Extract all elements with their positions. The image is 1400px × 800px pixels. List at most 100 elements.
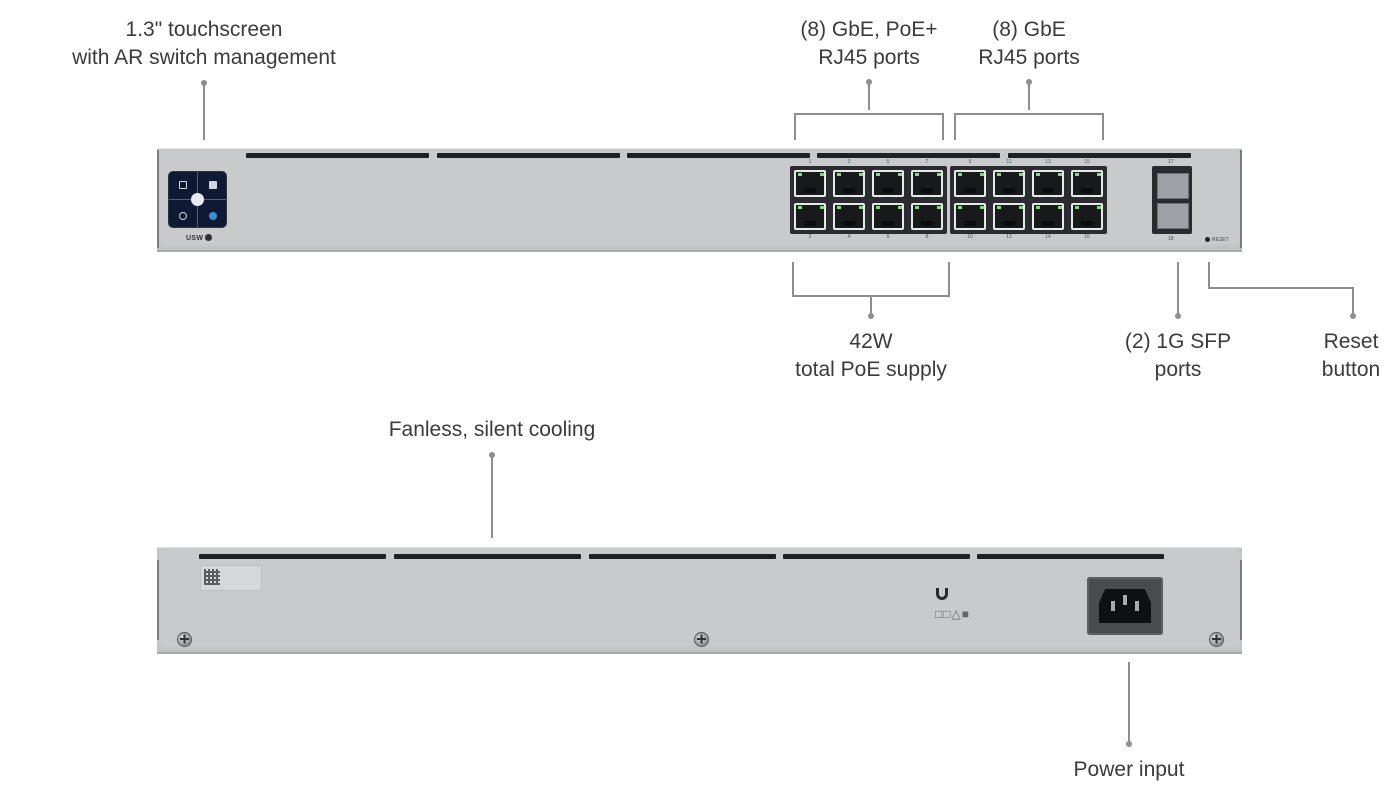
vent-slot — [977, 554, 1164, 559]
screw-icon — [1209, 632, 1224, 647]
port-number-6: 6 — [886, 234, 890, 240]
port-led-left — [997, 206, 1001, 209]
port-led-left — [837, 206, 841, 209]
port-led-left — [876, 206, 880, 209]
rj45-port-10[interactable] — [954, 203, 986, 230]
port-led-right — [820, 206, 824, 209]
port-led-right — [937, 173, 941, 176]
callout-touchscreen-line1: 1.3" touchscreen — [125, 18, 283, 41]
vent-slot — [246, 153, 429, 158]
port-led-left — [1036, 173, 1040, 176]
port-led-right — [820, 173, 824, 176]
callout-gbe-ports-line2: RJ45 ports — [978, 46, 1080, 69]
power-pin — [1123, 595, 1127, 605]
rj45-port-6[interactable] — [872, 203, 904, 230]
rj45-port-2[interactable] — [794, 203, 826, 230]
callout-poe-supply: 42W total PoE supply — [771, 328, 971, 384]
rj45-port-13[interactable] — [1032, 170, 1064, 197]
port-led-left — [997, 173, 1001, 176]
rj45-port-14[interactable] — [1032, 203, 1064, 230]
ubiquiti-logo-icon — [205, 234, 213, 241]
callout-cooling-line1: Fanless, silent cooling — [388, 418, 596, 441]
callout-reset-line1: Reset — [1323, 330, 1379, 353]
vent-slot — [199, 554, 386, 559]
screw-icon — [177, 632, 192, 647]
vent-slot — [394, 554, 581, 559]
qr-code-icon — [204, 569, 220, 585]
sfp-port-17[interactable] — [1157, 173, 1189, 199]
screen-info-icon — [179, 212, 187, 220]
rj45-port-5[interactable] — [872, 170, 904, 197]
vent-slot — [783, 554, 970, 559]
sfp-port-18[interactable] — [1157, 203, 1189, 229]
port-number-9: 9 — [968, 159, 972, 165]
port-led-right — [1058, 173, 1062, 176]
port-number-16: 16 — [1084, 234, 1090, 240]
port-number-4: 4 — [847, 234, 851, 240]
ubiquiti-u-logo-icon — [936, 588, 948, 600]
touchscreen-display[interactable] — [169, 172, 226, 227]
callout-poe-ports-line2: RJ45 ports — [818, 46, 920, 69]
port-led-left — [876, 173, 880, 176]
callout-cooling: Fanless, silent cooling — [342, 416, 642, 444]
rj45-port-12[interactable] — [993, 203, 1025, 230]
callout-sfp-ports-line1: (2) 1G SFP — [1124, 330, 1232, 353]
callout-sfp-ports: (2) 1G SFP ports — [1108, 328, 1248, 384]
port-led-right — [1019, 173, 1023, 176]
port-led-right — [1097, 206, 1101, 209]
port-led-left — [837, 173, 841, 176]
port-number-7: 7 — [925, 159, 929, 165]
rj45-port-15[interactable] — [1071, 170, 1103, 197]
port-number-5: 5 — [886, 159, 890, 165]
power-input-socket[interactable] — [1087, 577, 1163, 635]
port-number-15: 15 — [1084, 159, 1090, 165]
rj45-port-8[interactable] — [911, 203, 943, 230]
port-led-right — [1097, 173, 1101, 176]
port-led-left — [798, 206, 802, 209]
callout-power: Power input — [1039, 756, 1219, 784]
callout-gbe-ports-line1: (8) GbE — [992, 18, 1066, 41]
callout-poe-supply-line1: 42W — [849, 330, 893, 353]
port-led-right — [1058, 206, 1062, 209]
model-label-text: USW — [186, 235, 204, 242]
rj45-port-7[interactable] — [911, 170, 943, 197]
power-pin — [1135, 601, 1139, 611]
rj45-port-16[interactable] — [1071, 203, 1103, 230]
sfp-number-18: 18 — [1168, 236, 1174, 242]
port-led-left — [798, 173, 802, 176]
port-number-13: 13 — [1045, 159, 1051, 165]
port-number-11: 11 — [1006, 159, 1012, 165]
port-number-12: 12 — [1006, 234, 1012, 240]
callout-gbe-ports: (8) GbE RJ45 ports — [959, 16, 1099, 72]
port-led-right — [859, 173, 863, 176]
vent-slot — [627, 153, 810, 158]
reset-button[interactable] — [1205, 237, 1210, 242]
screen-status-icon — [209, 212, 217, 220]
rj45-port-9[interactable] — [954, 170, 986, 197]
callout-poe-supply-line2: total PoE supply — [795, 358, 947, 381]
callout-poe-ports: (8) GbE, PoE+ RJ45 ports — [779, 16, 959, 72]
port-led-right — [898, 173, 902, 176]
power-pin — [1111, 601, 1115, 611]
callout-sfp-ports-line2: ports — [1154, 358, 1202, 381]
rj45-port-1[interactable] — [794, 170, 826, 197]
port-led-right — [937, 206, 941, 209]
port-led-left — [915, 206, 919, 209]
rj45-port-3[interactable] — [833, 170, 865, 197]
rj45-port-11[interactable] — [993, 170, 1025, 197]
port-led-left — [958, 206, 962, 209]
callout-touchscreen-line2: with AR switch management — [72, 46, 336, 69]
screen-square-icon — [179, 181, 187, 189]
port-led-right — [1019, 206, 1023, 209]
regulatory-marks-icon: □□△■ — [935, 607, 970, 621]
screen-center-icon — [191, 193, 204, 206]
rear-right-edge — [1240, 560, 1242, 640]
sfp-cage — [1152, 166, 1192, 234]
port-number-10: 10 — [967, 234, 973, 240]
port-led-left — [958, 173, 962, 176]
rj45-port-4[interactable] — [833, 203, 865, 230]
callout-reset-line2: button — [1321, 358, 1381, 381]
port-led-left — [1075, 206, 1079, 209]
port-led-right — [898, 206, 902, 209]
